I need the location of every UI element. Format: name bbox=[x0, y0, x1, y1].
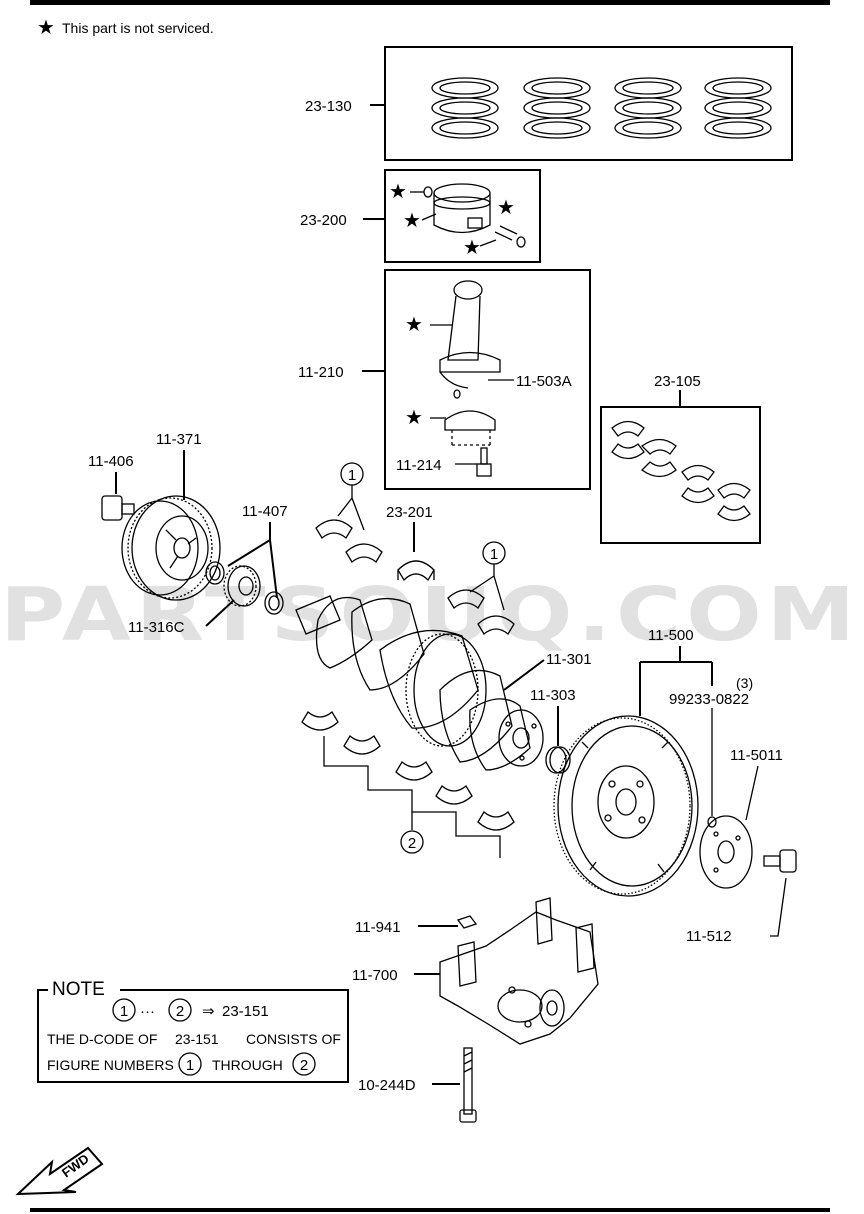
star-icon: ★ bbox=[37, 17, 55, 39]
note-figure-2 bbox=[292, 1052, 316, 1076]
piston-rings-icon bbox=[431, 77, 772, 139]
note-line3-b: THROUGH bbox=[212, 1057, 283, 1073]
label-11-210: 11-210 bbox=[298, 364, 344, 381]
label-11-503A: 11-503A bbox=[516, 373, 572, 390]
main-bearing-upper-icon bbox=[447, 589, 515, 635]
bottom-border bbox=[30, 1208, 830, 1212]
note-line3-a: FIGURE NUMBERS bbox=[47, 1057, 174, 1073]
label-11-512: 11-512 bbox=[686, 928, 732, 945]
label-11-371: 11-371 bbox=[156, 431, 202, 448]
main-bearing-upper-icon bbox=[315, 519, 383, 563]
balancer-unit-icon bbox=[439, 897, 599, 1045]
star-icon: ★ bbox=[389, 181, 407, 203]
leader-11-5011 bbox=[745, 765, 759, 821]
star-icon: ★ bbox=[405, 314, 423, 336]
leader-11-301 bbox=[503, 659, 545, 691]
figure-2-label: 2 bbox=[408, 835, 416, 852]
star-icon: ★ bbox=[405, 407, 423, 429]
note-figure-1-label: 1 bbox=[120, 1003, 128, 1020]
pulley-11-371-icon bbox=[121, 495, 221, 601]
bolt-11-512-icon bbox=[763, 849, 797, 873]
box-23-130 bbox=[384, 46, 793, 161]
legend-text: This part is not serviced. bbox=[62, 20, 214, 36]
label-23-201: 23-201 bbox=[386, 504, 433, 521]
leader-fig1-upper-right bbox=[469, 564, 505, 611]
fwd-arrow-icon: FWD bbox=[15, 1146, 104, 1196]
leader-11-407-fork bbox=[227, 539, 278, 599]
label-11-941: 11-941 bbox=[355, 919, 401, 936]
box-11-210 bbox=[384, 269, 591, 490]
box-23-105 bbox=[600, 406, 761, 544]
pilot-bearing-icon bbox=[545, 746, 571, 774]
watermark: PARTSOUQ.COM bbox=[0, 572, 860, 658]
label-qty-3: (3) bbox=[736, 675, 753, 691]
flywheel-icon bbox=[553, 715, 717, 897]
leader-11-512 bbox=[770, 877, 787, 937]
adapter-plate-icon bbox=[699, 815, 753, 889]
note-arrow: ⇒ bbox=[202, 1003, 215, 1020]
label-11-303: 11-303 bbox=[530, 687, 576, 704]
box-23-200 bbox=[384, 169, 541, 263]
star-icon: ★ bbox=[403, 210, 421, 232]
figure-1-label: 1 bbox=[490, 546, 498, 563]
note-figure-1-label: 1 bbox=[186, 1057, 194, 1074]
rod-bearings-icon bbox=[611, 420, 751, 522]
note-figure-2-label: 2 bbox=[176, 1003, 184, 1020]
star-icon: ★ bbox=[463, 237, 481, 259]
figure-1-label: 1 bbox=[348, 467, 356, 484]
note-figure-2-label: 2 bbox=[300, 1057, 308, 1074]
note-line2-b: CONSISTS OF bbox=[246, 1031, 341, 1047]
label-10-244D: 10-244D bbox=[358, 1077, 416, 1094]
label-23-200: 23-200 bbox=[300, 212, 347, 229]
label-11-700: 11-700 bbox=[352, 967, 398, 984]
note-code: 23-151 bbox=[222, 1003, 269, 1020]
label-99233-0822: 99233-0822 bbox=[669, 691, 749, 708]
main-bearing-lower-icon bbox=[301, 711, 515, 831]
bolt-11-406-icon bbox=[101, 495, 135, 521]
thrust-bearing-icon bbox=[397, 560, 435, 582]
crankshaft-icon bbox=[295, 595, 544, 771]
label-11-301: 11-301 bbox=[546, 651, 592, 668]
figure-2-marker bbox=[400, 830, 424, 854]
note-dots: ··· bbox=[140, 1003, 155, 1020]
seal-rings-icon bbox=[205, 561, 284, 615]
label-11-5011: 11-5011 bbox=[730, 747, 783, 764]
note-title: NOTE bbox=[52, 979, 105, 1000]
note-line2-code: 23-151 bbox=[175, 1031, 219, 1047]
leader-fig2-bracket bbox=[323, 736, 501, 858]
note-line2-a: THE D-CODE OF bbox=[47, 1031, 157, 1047]
label-23-130: 23-130 bbox=[305, 98, 352, 115]
star-icon: ★ bbox=[497, 197, 515, 219]
label-11-316C: 11-316C bbox=[128, 619, 185, 636]
fwd-label: FWD bbox=[59, 1151, 92, 1181]
dowel-icon bbox=[456, 915, 478, 929]
bolt-11-214-icon bbox=[455, 447, 492, 477]
leader-11-500 bbox=[639, 646, 713, 716]
label-11-407: 11-407 bbox=[242, 503, 288, 520]
note-figure-1 bbox=[112, 998, 136, 1022]
note-figure-1 bbox=[178, 1052, 202, 1076]
leader-fig1-upper bbox=[337, 485, 365, 531]
note-box: NOTE 1 ··· 2 ⇒ 23-151 THE D-CODE OF 23-1… bbox=[37, 979, 349, 1083]
label-11-406: 11-406 bbox=[88, 453, 134, 470]
label-23-105: 23-105 bbox=[654, 373, 701, 390]
connecting-rod-icon bbox=[430, 280, 514, 446]
note-figure-2 bbox=[168, 998, 192, 1022]
timing-gear-icon bbox=[223, 565, 261, 607]
leader-11-316C bbox=[205, 599, 235, 627]
piston-icon bbox=[410, 183, 526, 248]
label-11-500: 11-500 bbox=[648, 627, 694, 644]
top-border bbox=[30, 0, 830, 5]
bolt-10-244D-icon bbox=[459, 1047, 477, 1123]
label-11-214: 11-214 bbox=[396, 457, 442, 474]
